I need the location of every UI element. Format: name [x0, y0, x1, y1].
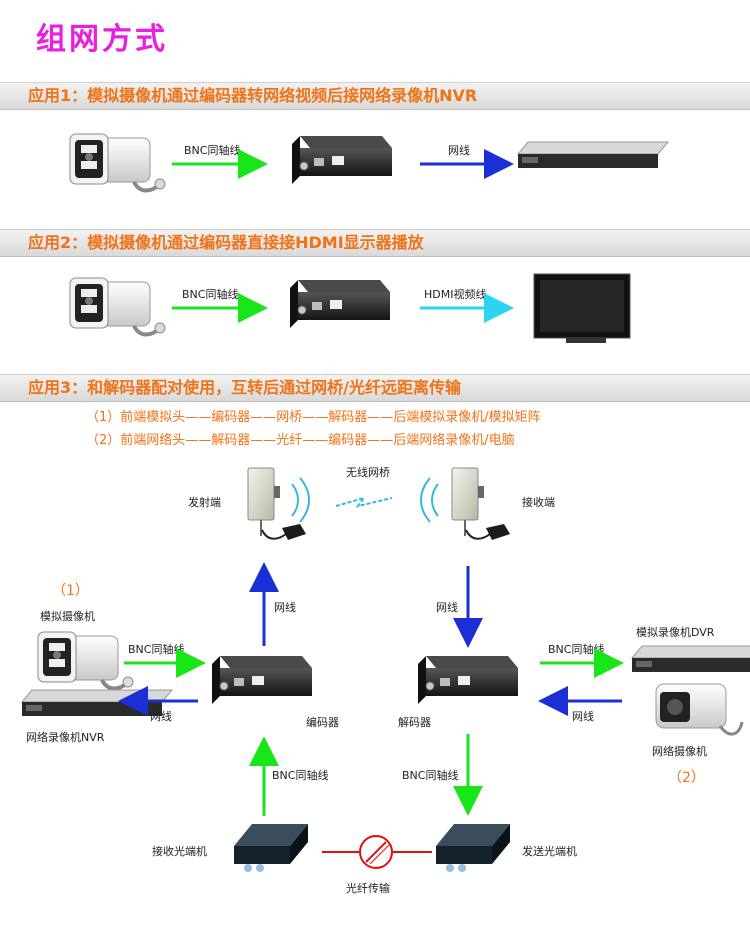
decoder-label: 解码器: [398, 715, 431, 729]
fiber-tx-label: 发送光端机: [522, 844, 577, 858]
bnc-right-label: BNC同轴线: [548, 642, 604, 656]
fiber-transmitter-icon: [436, 824, 510, 872]
bnc-cable-label: BNC同轴线: [184, 143, 240, 157]
section-3-diagram: 无线网桥 发射端 接收端 网线 网线 （1） 模拟摄像机 网络录像机NVR BN…: [21, 465, 750, 895]
marker-1: （1）: [52, 583, 89, 599]
nvr-icon: [517, 141, 669, 169]
net-right-label: 网线: [436, 600, 458, 614]
net-left-label: 网线: [274, 600, 296, 614]
dvr-icon: [631, 645, 750, 673]
section-2-heading: 应用2：模拟摄像机通过编码器直接接HDMI显示器播放: [28, 233, 424, 252]
section-1-bar: [0, 82, 750, 110]
nvr-label: 网络录像机NVR: [26, 730, 105, 744]
net-from-ipcam-label: 网线: [572, 709, 594, 723]
bnc-down-right-label: BNC同轴线: [402, 768, 458, 782]
section-3-bar: [0, 374, 750, 402]
wireless-link-icon: [335, 496, 393, 508]
encoder-icon: [211, 655, 313, 705]
net-to-nvr-label: 网线: [150, 709, 172, 723]
decoder-icon: [417, 655, 519, 705]
hdmi-monitor-icon: [533, 273, 631, 343]
encoder-label: 编码器: [306, 715, 339, 729]
section-1-heading: 应用1：模拟摄像机通过编码器转网络视频后接网络录像机NVR: [28, 86, 478, 105]
analog-dvr-label: 模拟录像机DVR: [636, 625, 715, 639]
fiber-optic-icon: [359, 835, 393, 869]
ip-camera-icon: [655, 683, 744, 736]
section-1-diagram: BNC同轴线 网线: [68, 132, 669, 193]
analog-camera-label: 模拟摄像机: [40, 609, 95, 623]
encoder-icon: [291, 135, 393, 185]
receiver-label: 接收端: [522, 495, 555, 509]
hdmi-cable-label: HDMI视频线: [424, 287, 486, 301]
marker-2: （2）: [668, 770, 705, 786]
path-2-text: （2）前端网络头——解码器——光纤——编码器——后端网络录像机/电脑: [86, 433, 515, 448]
network-cable-label: 网线: [448, 143, 470, 157]
section-2-diagram: BNC同轴线 HDMI视频线: [68, 273, 631, 343]
analog-camera-icon: [68, 276, 167, 337]
analog-camera-icon: [36, 630, 135, 691]
bnc-down-left-label: BNC同轴线: [272, 768, 328, 782]
fiber-receiver-icon: [234, 824, 308, 872]
page-title: 组网方式: [36, 22, 168, 57]
wifi-waves-left-icon: [291, 477, 310, 523]
encoder-icon: [289, 279, 391, 329]
section-2-bar: [0, 229, 750, 257]
transmitter-label: 发射端: [188, 495, 221, 509]
fiber-rx-label: 接收光端机: [152, 844, 207, 858]
analog-camera-icon: [68, 132, 167, 193]
wireless-bridge-label: 无线网桥: [346, 465, 390, 479]
wifi-waves-right-icon: [420, 477, 439, 523]
section-3-heading: 应用3：和解码器配对使用，互转后通过网桥/光纤远距离传输: [28, 378, 461, 397]
fiber-link-label: 光纤传输: [346, 881, 390, 895]
path-1-text: （1）前端模拟头——编码器——网桥——解码器——后端模拟录像机/模拟矩阵: [86, 410, 541, 425]
bnc-cable-label: BNC同轴线: [182, 287, 238, 301]
ip-camera-label: 网络摄像机: [652, 744, 707, 758]
receiver-bridge-icon: [451, 467, 511, 541]
bnc-left-label: BNC同轴线: [128, 642, 184, 656]
